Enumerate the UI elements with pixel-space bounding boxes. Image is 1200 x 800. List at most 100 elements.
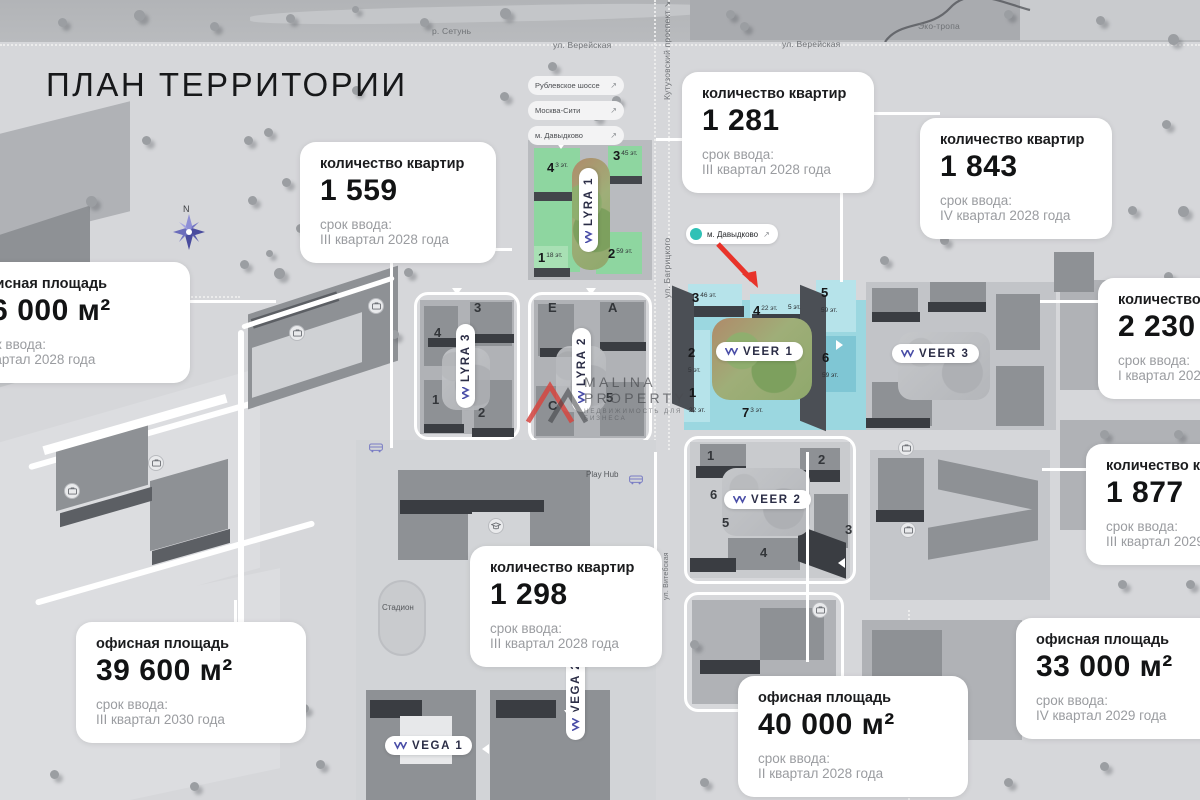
metro-chip-label: м. Давыдково: [707, 229, 759, 239]
veer3-roof-1: [872, 312, 920, 322]
leader-2230: [1040, 300, 1102, 303]
card-value: 40 000 м²: [758, 708, 895, 741]
card-label: количество квартир: [320, 156, 465, 172]
vega2-marker-icon: [564, 710, 574, 717]
lyra1-section-3: 345 эт.: [613, 148, 638, 163]
block-far-right-3: [1054, 252, 1094, 292]
bus-icon[interactable]: [628, 472, 644, 488]
card-sub-value: III квартал 2028 года: [702, 161, 831, 177]
briefcase-icon[interactable]: [812, 602, 828, 618]
lyra3-roof-2: [470, 334, 514, 343]
info-card-office-33000[interactable]: офисная площадь 33 000 м² срок ввода: IV…: [1016, 618, 1200, 739]
briefcase-glyph: [903, 526, 913, 534]
map-chip-metro-davydkovo[interactable]: м. Давыдково ↗: [686, 224, 778, 244]
complex-badge-veer-3[interactable]: VEER 3: [892, 344, 979, 363]
chip-moscow-city[interactable]: Москва-Сити ↗: [528, 101, 624, 120]
compass-icon: [173, 214, 205, 250]
briefcase-icon[interactable]: [368, 298, 384, 314]
chip-metro-davydkovo[interactable]: м. Давыдково ↗: [528, 126, 624, 145]
complex-badge-lyra-1[interactable]: LYRA 1: [579, 167, 598, 252]
block-right-mid-roof: [876, 510, 924, 522]
block-bottom-right-2: [760, 608, 824, 660]
bus-icon[interactable]: [368, 440, 384, 456]
arrow-up-right-icon: ↗: [610, 81, 617, 90]
chip-label: Москва-Сити: [535, 106, 581, 115]
veer2-section-3: 3: [845, 522, 853, 537]
card-sub-title: срок ввода:: [96, 696, 168, 712]
block-right-bottom-1: [872, 630, 942, 678]
lyra1-marker-icon: [556, 142, 566, 149]
leader-56000: [180, 300, 276, 303]
briefcase-glyph: [371, 302, 381, 310]
lyra2-section-5: 5: [606, 390, 614, 405]
lyra2-section-e: E: [548, 300, 557, 315]
complex-badge-veer-2[interactable]: VEER 2: [724, 490, 811, 509]
chip-label: м. Давыдково: [535, 131, 583, 140]
info-card-apartments-1298[interactable]: количество квартир 1 298 срок ввода: III…: [470, 546, 662, 667]
complex-name: LYRA 1: [582, 176, 595, 226]
lyra3-section-3: 3: [474, 300, 482, 315]
card-value: 39 600 м²: [96, 654, 233, 687]
park-block: [690, 0, 1020, 40]
leader-40000-v: [806, 452, 809, 662]
briefcase-icon[interactable]: [898, 440, 914, 456]
card-sub-value: III квартал 2030 года: [96, 711, 225, 727]
lyra3-marker-icon: [452, 288, 462, 295]
info-card-office-39600[interactable]: офисная площадь 39 600 м² срок ввода: II…: [76, 622, 306, 743]
nearby-chip-list: Рублевское шоссе ↗ Москва-Сити ↗ м. Давы…: [528, 76, 624, 145]
card-sub-title: срок ввода:: [490, 620, 562, 636]
chip-rublevskoe-shosse[interactable]: Рублевское шоссе ↗: [528, 76, 624, 95]
lyra3-section-4: 4: [434, 325, 442, 340]
veer2-section-5: 5: [722, 515, 730, 530]
street-line-vereyskaya-top: [0, 44, 1200, 46]
card-label: количество квартир: [490, 560, 635, 576]
veer2-roof-3: [690, 558, 736, 572]
info-card-apartments-1281[interactable]: количество квартир 1 281 срок ввода: III…: [682, 72, 874, 193]
info-card-office-40000[interactable]: офисная площадь 40 000 м² срок ввода: II…: [738, 676, 968, 797]
leader-1843-h: [840, 112, 940, 115]
card-label: офисная площадь: [0, 276, 108, 292]
complex-name: LYRA 3: [459, 332, 472, 382]
briefcase-icon[interactable]: [64, 483, 80, 499]
card-sub-value: IV квартал 2028 года: [940, 207, 1071, 223]
compass-north-label: N: [183, 204, 190, 214]
briefcase-icon[interactable]: [148, 455, 164, 471]
veer1-section-3: 346 эт.: [692, 290, 717, 305]
complex-name: VEGA 1: [412, 739, 464, 752]
complex-badge-vega-2[interactable]: VEGA 2: [566, 652, 585, 740]
veer2-section-4: 4: [760, 545, 768, 560]
info-card-apartments-1559[interactable]: количество квартир 1 559 срок ввода: III…: [300, 142, 496, 263]
complex-name: LYRA 2: [575, 336, 588, 386]
complex-badge-lyra-2[interactable]: LYRA 2: [572, 327, 591, 412]
card-sub-value: III квартал 2028 года: [490, 635, 619, 651]
graduation-cap-icon[interactable]: [488, 518, 504, 534]
briefcase-glyph: [151, 459, 161, 467]
lyra1-roof-3: [604, 176, 642, 184]
metro-dot-icon: [690, 228, 702, 240]
card-sub-value: IV квартал 2029 года: [1036, 707, 1167, 723]
graduation-cap-glyph: [491, 522, 501, 530]
briefcase-icon[interactable]: [289, 325, 305, 341]
card-value: 2 230: [1118, 310, 1196, 343]
complex-badge-lyra-3[interactable]: LYRA 3: [456, 323, 475, 408]
card-label: количество квартир: [940, 132, 1085, 148]
info-card-office-56000[interactable]: офисная площадь 56 000 м² срок ввода: I …: [0, 262, 190, 383]
complex-badge-veer-1[interactable]: VEER 1: [716, 342, 803, 361]
brand-chevron-icon: [725, 347, 738, 356]
vega1-roof: [370, 700, 422, 718]
briefcase-icon[interactable]: [900, 522, 916, 538]
veer2-sec-1: [700, 444, 746, 468]
info-card-apartments-1877[interactable]: количество квартир 1 877 срок ввода: III…: [1086, 444, 1200, 565]
lyra3-roof-3: [424, 424, 464, 433]
veer3-roof-3: [866, 418, 930, 428]
card-sub-title: срок ввода:: [320, 216, 392, 232]
complex-badge-vega-1[interactable]: VEGA 1: [385, 736, 473, 755]
info-card-apartments-2230[interactable]: количество квартир 2 230 срок ввода: I к…: [1098, 278, 1200, 399]
info-card-apartments-1843[interactable]: количество квартир 1 843 срок ввода: IV …: [920, 118, 1112, 239]
card-sub-value: I квартал 2029 года: [1118, 367, 1200, 383]
card-label: офисная площадь: [96, 636, 230, 652]
street-label-vereyskaya-1: ул. Верейская: [553, 40, 612, 50]
card-value: 56 000 м²: [0, 294, 111, 327]
